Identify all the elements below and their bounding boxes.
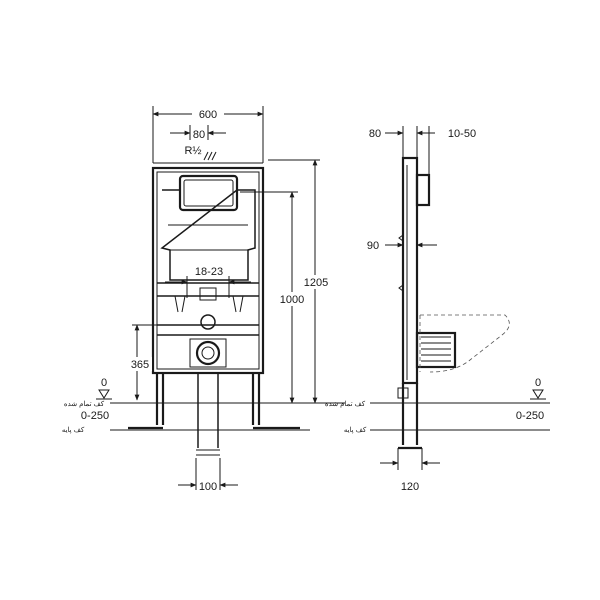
frame-outline [151,166,265,375]
finished-floor-label-side: کف تمام شده [325,400,366,408]
dim-1000: 1000 [280,294,304,306]
finished-floor-label-front: کف تمام شده [64,400,105,408]
dim-600: 600 [199,109,217,121]
dim-1205: 1205 [304,277,328,289]
base-floor-label-side: کف پایه [344,426,367,434]
cistern-outline [160,189,256,281]
front-view: 600 80 R½ 1205 1000 18-23 365 0 [62,106,345,493]
base-floor-label-front: کف پایه [62,426,85,434]
thread-label: R½ [184,145,201,157]
dim-10-50: 10-50 [448,128,476,140]
dim-18-23: 18-23 [195,266,223,278]
dim-100: 100 [199,481,217,493]
side-view: 80 10-50 90 0 کف تمام شده 0-250 کف پایه … [325,126,550,493]
flush-plate-opening [178,174,239,212]
range-0-250-side: 0-250 [516,410,544,422]
drain-connection [200,314,216,330]
level-0-side: 0 [535,377,541,389]
wc-pan-outline [420,314,510,373]
level-0-front: 0 [101,377,107,389]
side-frame [401,156,419,385]
dim-365: 365 [131,359,149,371]
range-0-250-front: 0-250 [81,410,109,422]
dim-80-front: 80 [193,129,205,141]
dim-90: 90 [367,240,379,252]
waste-outlet [195,340,221,366]
dim-80-side: 80 [369,128,381,140]
dim-120: 120 [401,481,419,493]
